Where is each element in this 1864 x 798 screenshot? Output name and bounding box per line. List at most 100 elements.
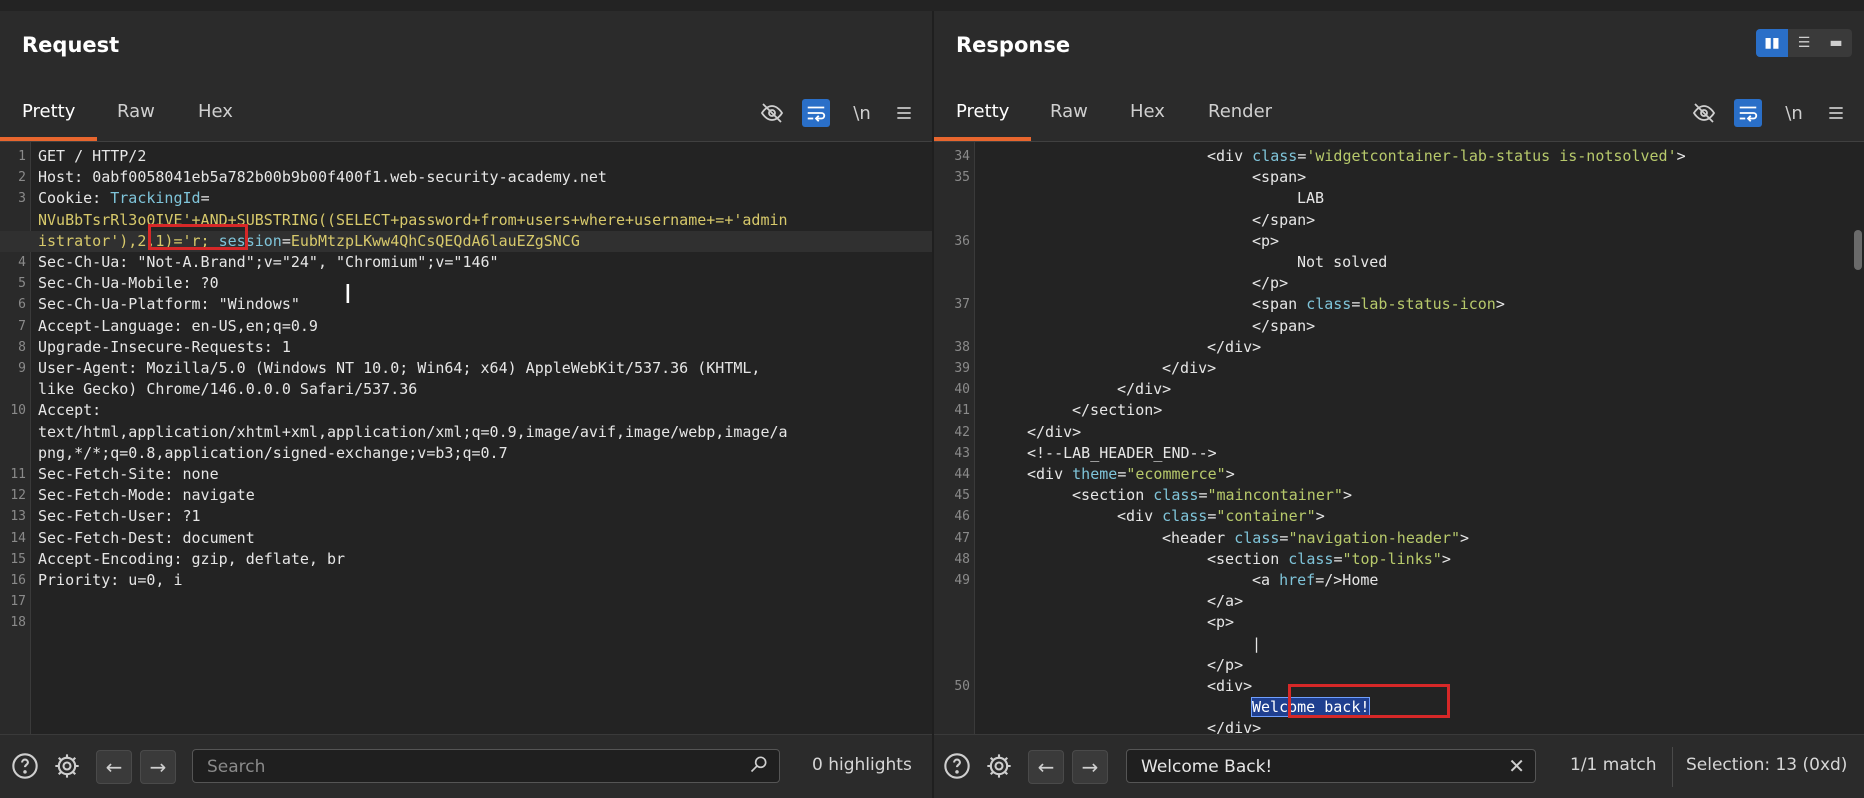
newline-icon[interactable]: \n [1785, 102, 1803, 124]
code-text: <div theme="ecommerce"> [1027, 464, 1235, 485]
wrap-lines-icon[interactable] [1734, 99, 1762, 127]
response-tab-pretty[interactable]: Pretty [934, 83, 1032, 141]
hide-nonprinting-eye-slash-icon[interactable] [1690, 99, 1718, 127]
code-text: Priority: u=0, i [38, 570, 183, 591]
hide-nonprinting-eye-slash-icon[interactable] [758, 99, 786, 127]
code-token: =/>Home [1315, 571, 1379, 589]
response-tab-render[interactable]: Render [1208, 101, 1273, 122]
code-token: User-Agent: Mozilla/5.0 (Windows NT 10.0… [38, 359, 761, 377]
menu-icon[interactable] [890, 99, 918, 127]
code-text: | [1252, 634, 1261, 655]
settings-gear-icon[interactable] [52, 751, 82, 781]
clear-search-close-icon[interactable]: ✕ [1508, 754, 1525, 778]
wrap-lines-icon[interactable] [802, 99, 830, 127]
code-line: 49<a href=/>Home [934, 570, 1864, 591]
code-token: Accept: [38, 401, 102, 420]
code-line: like Gecko) Chrome/146.0.0.0 Safari/537.… [0, 379, 932, 400]
annotation-highlight-box [148, 224, 248, 250]
vertical-scrollbar[interactable] [1854, 230, 1862, 270]
newline-icon[interactable]: \n [853, 102, 871, 124]
code-token: </a> [1207, 592, 1244, 611]
code-text: </div> [1207, 718, 1261, 734]
response-search-box: ✕ [1126, 749, 1536, 784]
code-line: </a> [934, 591, 1864, 612]
split-horizontal-layout-icon[interactable]: ▮▮ [1756, 29, 1788, 57]
next-arrow-icon[interactable]: → [1072, 750, 1108, 784]
code-token: LAB [1297, 189, 1325, 208]
request-search-box [192, 749, 780, 784]
code-line: 41</section> [934, 400, 1864, 421]
response-tabs: Pretty Raw Hex Render \n [934, 83, 1864, 142]
code-line: Not solved [934, 252, 1864, 273]
response-title: Response [956, 33, 1071, 57]
code-text: Sec-Fetch-Mode: navigate [38, 485, 255, 506]
code-text: </div> [1027, 422, 1081, 443]
response-tab-hex[interactable]: Hex [1130, 101, 1165, 122]
code-text: <span class=lab-status-icon> [1252, 294, 1505, 315]
line-number-gutter [934, 142, 975, 734]
code-text: </div> [1162, 358, 1216, 379]
menu-icon[interactable] [1822, 99, 1850, 127]
line-number: 9 [18, 361, 26, 376]
code-token: session [218, 231, 282, 250]
line-number: 40 [954, 382, 970, 398]
next-arrow-icon[interactable]: → [140, 750, 176, 784]
response-tab-raw[interactable]: Raw [1050, 101, 1088, 122]
code-token: theme [1072, 465, 1118, 483]
code-token: Sec-Fetch-Site: none [38, 465, 219, 483]
line-number: 44 [954, 467, 970, 482]
help-icon[interactable] [10, 751, 40, 781]
code-text: </div> [1117, 379, 1171, 400]
code-line: </p> [934, 273, 1864, 294]
code-line: 42</div> [934, 422, 1864, 443]
code-token: TrackingId [110, 189, 201, 208]
code-text: </span> [1252, 210, 1315, 231]
code-token: <div [1027, 465, 1073, 483]
line-number: 39 [954, 361, 970, 376]
help-icon[interactable] [942, 751, 972, 781]
code-token: </div> [1117, 380, 1172, 399]
line-number: 8 [18, 339, 26, 355]
line-number: 36 [954, 233, 970, 249]
line-number: 6 [18, 297, 26, 313]
response-search-input[interactable] [1139, 750, 1470, 784]
code-token: = [1297, 147, 1307, 165]
code-token: GET / HTTP/2 [38, 147, 147, 165]
tabs-layout-icon[interactable]: ▬ [1829, 35, 1843, 51]
code-line: 11 Sec-Fetch-Site: none [0, 464, 932, 485]
line-number: 11 [10, 467, 26, 482]
request-tab-raw[interactable]: Raw [117, 101, 155, 122]
request-tab-hex[interactable]: Hex [198, 101, 233, 122]
response-editor[interactable]: 34<div class='widgetcontainer-lab-status… [934, 142, 1864, 734]
code-token: > [1460, 528, 1470, 547]
code-token: </p> [1252, 274, 1289, 293]
previous-arrow-icon[interactable]: ← [96, 750, 132, 784]
search-icon[interactable] [749, 754, 769, 779]
settings-gear-icon[interactable] [984, 751, 1014, 781]
code-token: </span> [1252, 210, 1316, 229]
code-text: Sec-Ch-Ua: "Not-A.Brand";v="24", "Chromi… [38, 252, 499, 273]
selection-status: Selection: 13 (0xd) [1686, 755, 1848, 775]
code-text: <section class="top-links"> [1207, 549, 1451, 570]
code-token: <p> [1207, 613, 1235, 632]
previous-arrow-icon[interactable]: ← [1028, 750, 1064, 784]
line-number: 18 [10, 615, 26, 631]
split-vertical-layout-icon[interactable]: ☰ [1797, 35, 1811, 51]
code-token: > [1315, 507, 1325, 526]
line-number: 10 [10, 403, 26, 419]
code-line: 35<span> [934, 167, 1864, 188]
code-token: <a [1252, 571, 1280, 589]
request-search-input[interactable] [205, 750, 678, 784]
code-token: "ecommerce" [1126, 465, 1226, 483]
code-text: istrator'),2,1)='r; session=EubMtzpLKww4… [38, 231, 580, 252]
code-text: Accept-Language: en-US,en;q=0.9 [38, 316, 318, 337]
line-number: 7 [18, 318, 26, 334]
request-tab-pretty[interactable]: Pretty [0, 83, 98, 141]
code-token: </div> [1162, 359, 1217, 377]
